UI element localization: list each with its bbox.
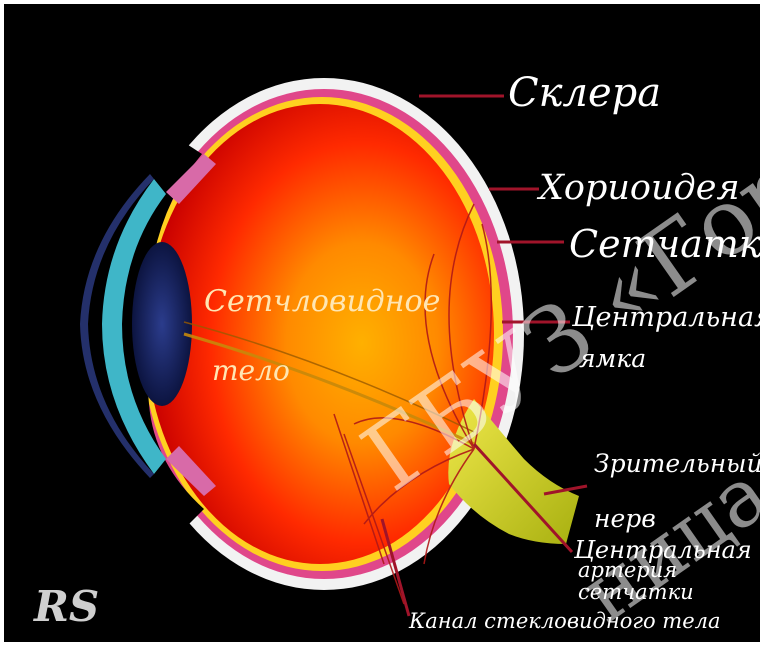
label-fovea-line2: ямка [579, 344, 646, 373]
optic-nerve [448, 399, 579, 544]
diagram-frame: Склера Хориоидея Сетчатка Центральная ям… [4, 4, 760, 642]
label-artery-line2: артерия [578, 558, 677, 582]
label-vitreous-line1: Сетчловидное [204, 284, 440, 319]
label-fovea-line1: Центральная [572, 302, 760, 333]
label-choroid: Хориоидея [539, 168, 740, 208]
label-canal: Канал стекловидного тела [409, 609, 721, 633]
label-nerve-line1: Зрительный [594, 449, 760, 478]
lens [132, 242, 192, 406]
label-artery-line3: сетчатки [578, 580, 694, 604]
label-vitreous-line2: тело [212, 354, 290, 387]
label-nerve-line2: нерв [594, 504, 656, 533]
rs-logo: RS [34, 582, 99, 631]
label-retina: Сетчатка [569, 222, 760, 266]
label-sclera: Склера [508, 70, 661, 116]
